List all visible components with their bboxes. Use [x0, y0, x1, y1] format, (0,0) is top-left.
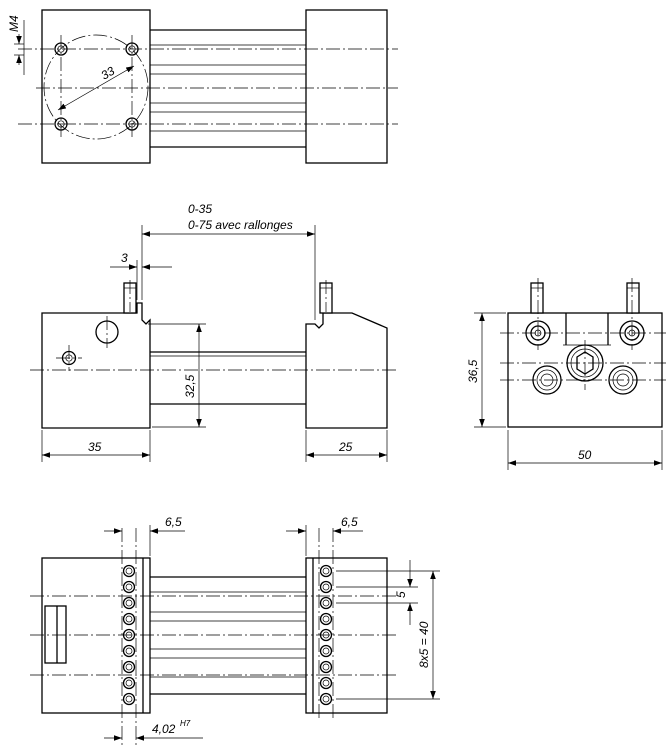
thread-dimension: M4 [7, 15, 21, 32]
front-height-label: 32,5 [183, 374, 197, 398]
bottom-handle [44, 605, 67, 664]
stroke-range-label: 0-35 [188, 202, 212, 216]
offset-label: 3 [121, 251, 128, 265]
right-jaw-width-label: 25 [338, 440, 353, 454]
front-right-jaw [305, 312, 388, 429]
front-view: 0-35 0-75 avec rallonges 3 32,5 35 25 [30, 202, 398, 462]
left-jaw-width-label: 35 [88, 440, 102, 454]
bore-label: 4,02 [152, 722, 176, 736]
side-width-label: 50 [578, 448, 592, 462]
bottom-view: 6,5 6,5 5 8x5 = 40 4,02 H7 [30, 515, 440, 745]
spacing-label: 5 [394, 591, 408, 598]
total-spacing-label: 8x5 = 40 [417, 621, 431, 668]
top-right-jaw [305, 9, 388, 164]
extended-range-label: 0-75 avec rallonges [188, 218, 293, 232]
bore-tolerance-label: H7 [180, 719, 191, 728]
side-view: 36,5 50 [466, 278, 666, 470]
side-height-label: 36,5 [466, 359, 480, 383]
left-hole-column [122, 564, 136, 706]
top-view: 33 M4 [7, 9, 398, 164]
right-pitch-label: 6,5 [341, 515, 358, 529]
side-right-pin [626, 282, 640, 314]
bolt-circle [43, 34, 149, 140]
side-left-pin [530, 282, 544, 314]
left-pitch-label: 6,5 [165, 515, 182, 529]
bottom-right-jaw [305, 557, 388, 714]
side-body [507, 312, 663, 428]
top-left-jaw [41, 9, 151, 164]
bolt-circle-dimension: 33 [99, 64, 118, 83]
front-left-jaw [41, 302, 151, 429]
